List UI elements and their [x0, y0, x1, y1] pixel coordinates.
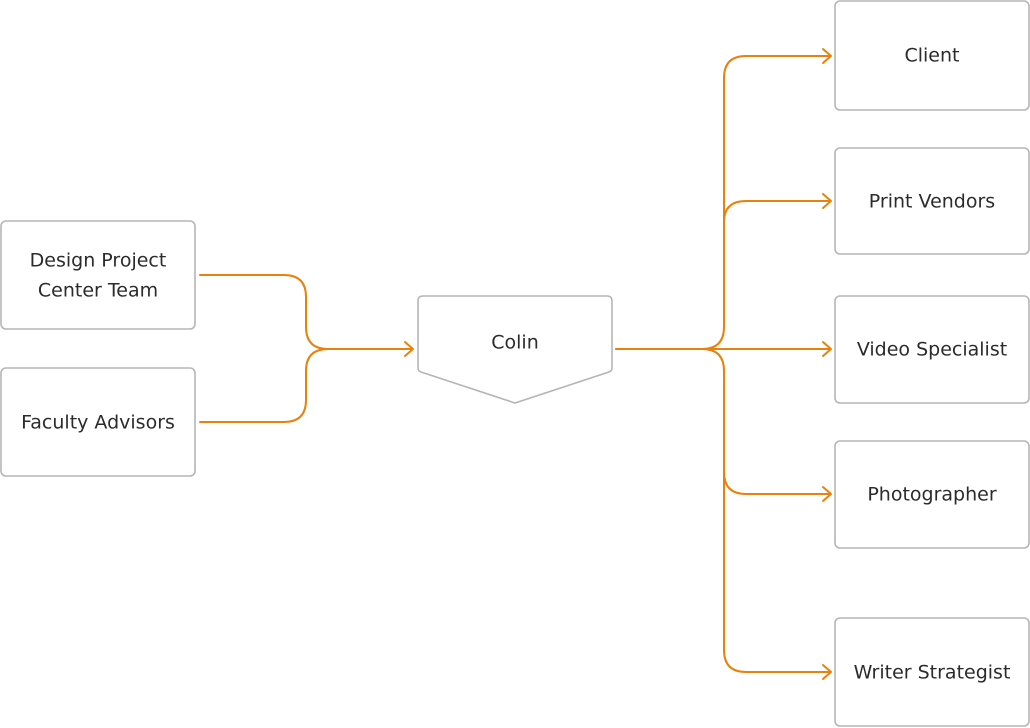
node-client: Client	[834, 0, 1030, 111]
connector-colin-to-photographer	[723, 471, 831, 495]
node-label: Video Specialist	[857, 339, 1007, 361]
connector-faculty-to-colin	[199, 348, 413, 423]
node-box	[834, 147, 1030, 255]
node-writer-strategist: Writer Strategist	[834, 617, 1030, 727]
output-connectors	[615, 48, 832, 680]
node-faculty-advisors: Faculty Advisors	[0, 367, 196, 477]
input-connectors	[199, 274, 414, 423]
node-box	[834, 0, 1030, 111]
node-label-line-1: Design Project	[30, 250, 167, 272]
node-colin: Colin	[417, 295, 613, 404]
node-label: Writer Strategist	[854, 662, 1011, 684]
node-box	[834, 440, 1030, 549]
node-label: Faculty Advisors	[21, 412, 175, 434]
node-box	[0, 367, 196, 477]
node-label-line-2: Center Team	[38, 280, 158, 302]
connector-colin-to-writer-strategist	[701, 348, 831, 673]
connector-design-team-to-colin	[199, 274, 413, 350]
node-print-vendors: Print Vendors	[834, 147, 1030, 255]
node-label: Colin	[491, 332, 539, 354]
arrowhead-client-icon	[822, 48, 832, 64]
node-label: Client	[904, 45, 959, 67]
arrowhead-print-vendors-icon	[822, 193, 832, 209]
arrowhead-writer-strategist-icon	[822, 664, 832, 680]
node-box	[0, 220, 196, 330]
connector-colin-to-client	[615, 55, 831, 350]
node-box	[834, 295, 1030, 404]
node-box	[834, 617, 1030, 727]
arrowhead-video-specialist-icon	[822, 341, 832, 357]
node-label: Photographer	[867, 484, 997, 506]
connector-colin-to-print-vendors	[723, 200, 831, 223]
node-design-project-center-team: Design Project Center Team	[0, 220, 196, 330]
arrowhead-photographer-icon	[822, 486, 832, 502]
node-shape-pentagon	[417, 295, 613, 404]
node-video-specialist: Video Specialist	[834, 295, 1030, 404]
node-label: Print Vendors	[869, 191, 995, 213]
node-photographer: Photographer	[834, 440, 1030, 549]
arrowhead-colin-icon	[404, 341, 414, 357]
